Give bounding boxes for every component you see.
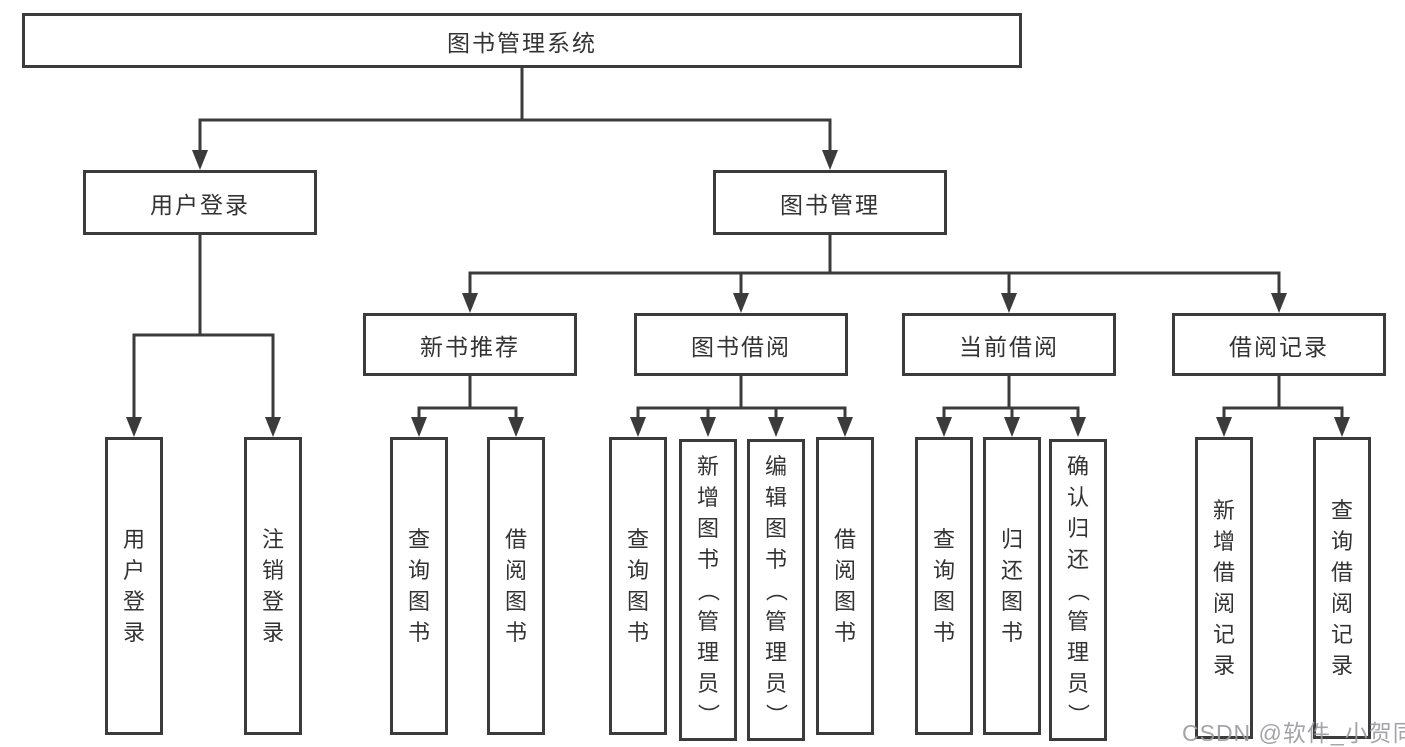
node-label: 查询图书 — [407, 527, 430, 645]
arrow-down-icon — [1271, 293, 1287, 313]
node-leaf-add-borrow-record: 新增借阅记录 — [1195, 437, 1253, 739]
node-label: 图书管理系统 — [447, 29, 597, 56]
node-leaf-query-books-current: 查询图书 — [915, 437, 973, 735]
node-label: 当前借阅 — [959, 333, 1059, 360]
arrow-down-icon — [768, 417, 784, 437]
connector-line — [942, 374, 1080, 421]
arrow-down-icon — [1004, 417, 1020, 437]
node-label: 注销登录 — [261, 527, 284, 645]
node-leaf-user-login: 用户登录 — [105, 437, 163, 735]
node-leaf-confirm-return-admin: 确认归还（管理员） — [1049, 439, 1107, 741]
arrow-down-icon — [508, 417, 524, 437]
connector-line — [468, 233, 1281, 297]
node-leaf-borrow-books-recommend: 借阅图书 — [487, 437, 545, 735]
node-leaf-add-books-admin: 新增图书（管理员） — [679, 439, 737, 741]
node-label: 查询图书 — [932, 527, 955, 645]
arrow-down-icon — [462, 293, 478, 313]
connector-line — [132, 233, 275, 421]
node-label: 新增图书（管理员） — [695, 453, 721, 726]
node-leaf-query-books-recommend: 查询图书 — [390, 437, 448, 735]
arrow-down-icon — [126, 417, 142, 437]
arrow-down-icon — [1334, 417, 1350, 437]
node-book-borrowing: 图书借阅 — [634, 313, 848, 376]
arrow-down-icon — [411, 417, 427, 437]
arrow-down-icon — [1070, 417, 1086, 437]
arrow-down-icon — [265, 417, 281, 437]
node-label: 新书推荐 — [420, 333, 520, 360]
node-user-login: 用户登录 — [83, 170, 317, 235]
node-label: 图书管理 — [780, 191, 880, 218]
node-leaf-logout: 注销登录 — [244, 437, 302, 735]
node-label: 新增借阅记录 — [1212, 498, 1235, 678]
arrow-down-icon — [822, 150, 838, 170]
node-label: 编辑图书（管理员） — [763, 453, 789, 726]
node-label: 图书借阅 — [691, 333, 791, 360]
node-label: 用户登录 — [122, 527, 145, 645]
arrowheads — [126, 150, 1350, 437]
connector-line — [1222, 374, 1344, 421]
node-label: 借阅记录 — [1229, 333, 1329, 360]
arrow-down-icon — [1001, 293, 1017, 313]
node-leaf-query-borrow-record: 查询借阅记录 — [1313, 437, 1371, 739]
node-current-borrowing: 当前借阅 — [902, 313, 1116, 376]
arrow-down-icon — [936, 417, 952, 437]
node-label: 确认归还（管理员） — [1065, 453, 1091, 726]
arrow-down-icon — [733, 293, 749, 313]
connector-line — [198, 66, 832, 154]
node-leaf-borrow-books-borrowing: 借阅图书 — [816, 437, 874, 735]
node-label: 查询图书 — [626, 527, 649, 645]
node-leaf-query-books-borrowing: 查询图书 — [609, 437, 667, 735]
node-new-book-recommend: 新书推荐 — [363, 313, 577, 376]
node-leaf-edit-books-admin: 编辑图书（管理员） — [747, 439, 805, 741]
arrow-down-icon — [192, 150, 208, 170]
node-library-management-system: 图书管理系统 — [22, 13, 1022, 68]
node-label: 用户登录 — [150, 191, 250, 218]
connector-line — [417, 374, 518, 421]
arrow-down-icon — [837, 417, 853, 437]
node-label: 查询借阅记录 — [1330, 498, 1353, 678]
node-leaf-return-books: 归还图书 — [983, 437, 1041, 735]
csdn-watermark: CSDN @软件_小贺同学 — [1182, 720, 1405, 746]
node-label: 归还图书 — [1000, 527, 1023, 645]
arrow-down-icon — [1216, 417, 1232, 437]
node-book-management: 图书管理 — [713, 170, 947, 235]
node-label: 借阅图书 — [504, 527, 527, 645]
node-label: 借阅图书 — [833, 527, 856, 645]
node-borrowing-records: 借阅记录 — [1172, 313, 1386, 376]
connector-line — [636, 374, 847, 421]
arrow-down-icon — [630, 417, 646, 437]
arrow-down-icon — [700, 417, 716, 437]
